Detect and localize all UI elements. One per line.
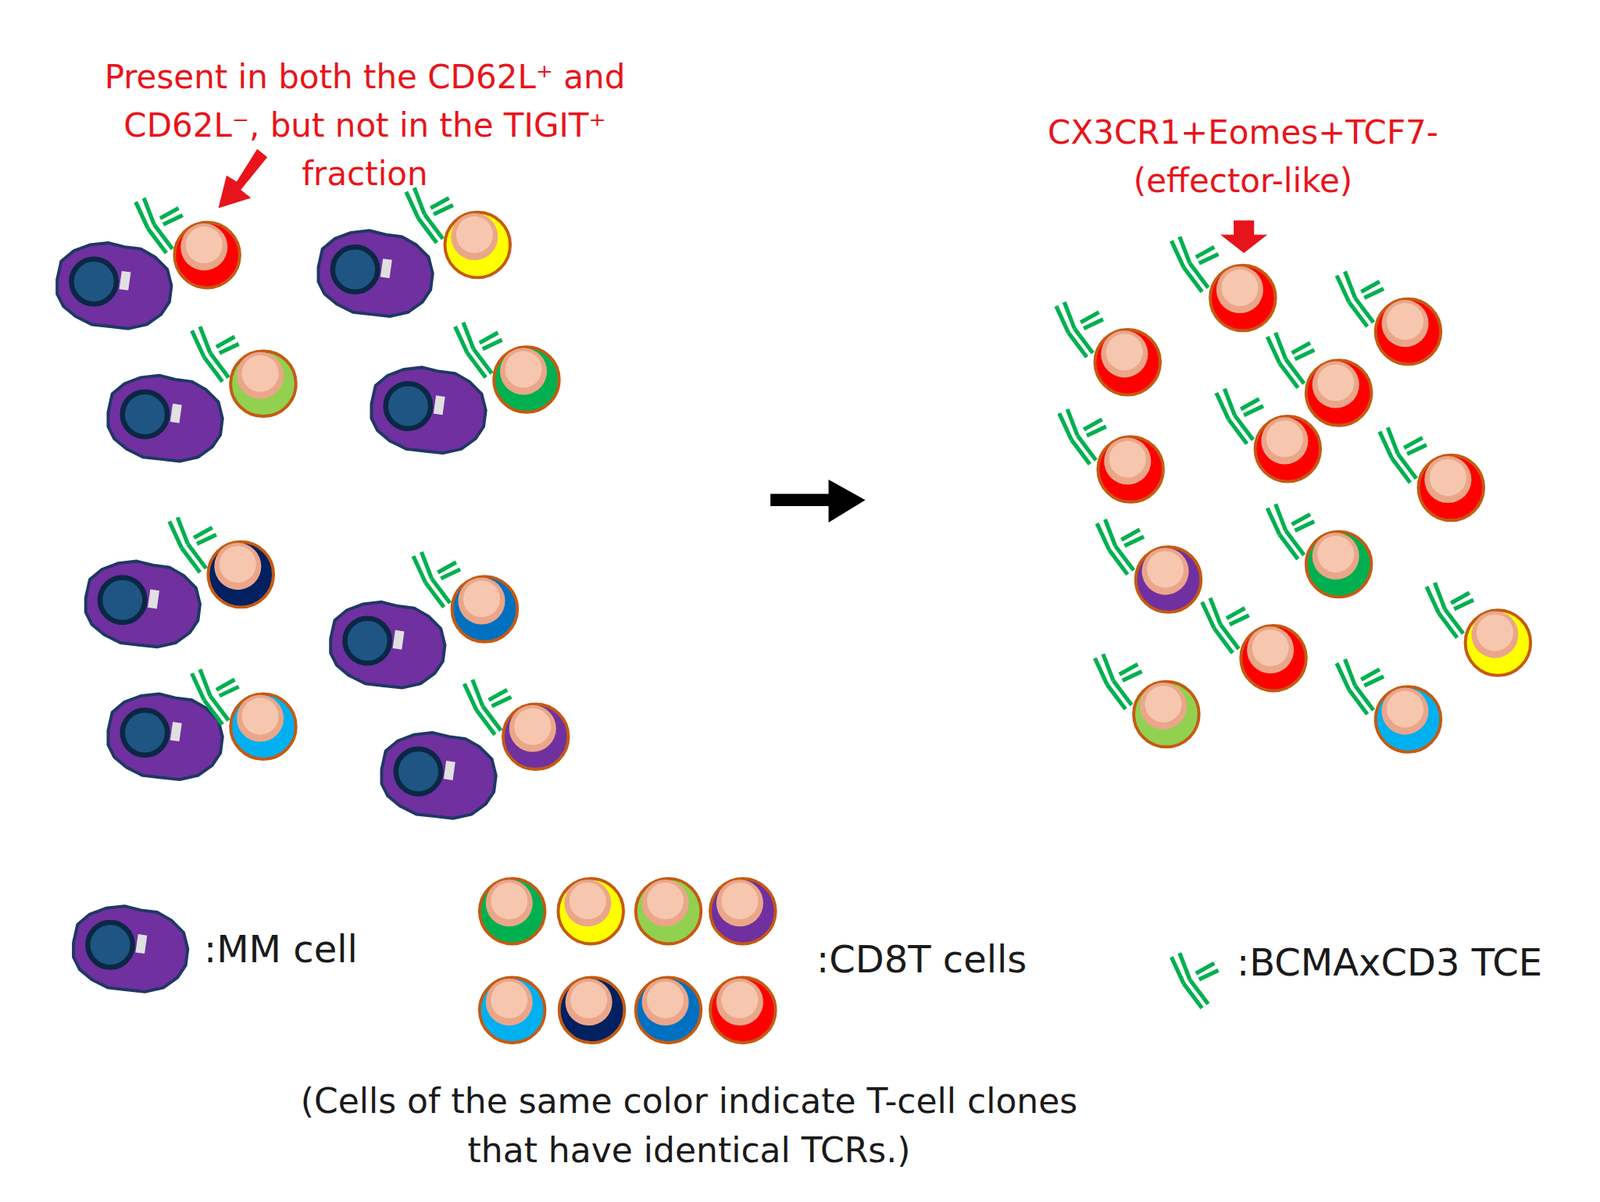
legend-tcell-sample — [710, 878, 776, 945]
t-cell — [1465, 610, 1532, 676]
tce-antibody — [1267, 332, 1315, 389]
mm-cell — [371, 367, 486, 454]
mm-cell — [330, 602, 445, 689]
t-cell — [1418, 455, 1485, 522]
tce-antibody — [1267, 503, 1315, 560]
legend-mm-sample — [73, 906, 188, 993]
t-cell — [503, 703, 569, 770]
legend-samples — [73, 878, 1218, 1043]
t-cell — [1375, 299, 1442, 365]
t-cell — [1306, 532, 1372, 598]
note-text: (Cells of the same color indicate T-cell… — [267, 1076, 1111, 1175]
t-cell — [1094, 329, 1161, 396]
t-cell — [1255, 416, 1322, 483]
tce-antibody — [1094, 653, 1142, 710]
t-cell — [1375, 686, 1442, 753]
process-arrow — [770, 493, 834, 507]
callout-arrow — [218, 149, 268, 209]
callout-text: CX3CR1+Eomes+TCF7- (effector-like) — [1008, 108, 1478, 206]
legend-label: :CD8T cells — [816, 935, 1176, 983]
t-cell — [452, 576, 518, 643]
left-group — [57, 187, 568, 818]
legend-tcell-sample — [635, 978, 702, 1044]
callout-arrow — [1220, 220, 1268, 254]
legend-tce-sample — [1171, 953, 1218, 1009]
tce-antibody — [1426, 582, 1474, 639]
right-group — [1056, 236, 1531, 753]
t-cell — [1097, 436, 1164, 503]
legend-tcell-sample — [479, 978, 546, 1044]
t-cell — [1240, 625, 1307, 692]
legend-label: :MM cell — [203, 925, 533, 973]
t-cell — [207, 542, 274, 608]
mm-cell — [85, 561, 200, 648]
mm-cell — [107, 693, 222, 780]
mm-cell — [57, 242, 172, 329]
tce-antibody — [1216, 389, 1264, 445]
mm-cell — [381, 732, 496, 819]
mm-cell — [107, 375, 222, 462]
tce-antibody — [1059, 409, 1107, 465]
tce-antibody — [1171, 236, 1218, 293]
tce-antibody — [1096, 519, 1144, 575]
t-cell — [444, 212, 511, 279]
callout-text: Present in both the CD62L⁺ and CD62L⁻, b… — [75, 53, 654, 199]
legend-tcell-sample — [479, 878, 546, 945]
legend-tcell-sample — [557, 878, 624, 945]
tce-antibody — [1336, 271, 1384, 328]
tce-antibody — [1202, 598, 1250, 654]
t-cell — [1210, 265, 1276, 332]
t-cell — [174, 222, 240, 289]
legend-tcell-sample — [710, 978, 776, 1044]
t-cell — [1135, 546, 1202, 613]
t-cell — [1133, 682, 1200, 748]
t-cell — [493, 346, 560, 413]
legend-label: :BCMAxCD3 TCE — [1236, 939, 1597, 986]
tce-antibody — [1056, 302, 1104, 358]
t-cell — [230, 350, 297, 417]
legend-tcell-sample — [635, 878, 702, 945]
t-cell — [1306, 360, 1372, 426]
tce-antibody — [1336, 659, 1384, 715]
tce-antibody — [1379, 427, 1427, 483]
mm-cell — [318, 230, 433, 317]
process-arrow-head — [828, 479, 866, 523]
legend-tcell-sample — [559, 978, 625, 1044]
t-cell — [230, 693, 297, 760]
